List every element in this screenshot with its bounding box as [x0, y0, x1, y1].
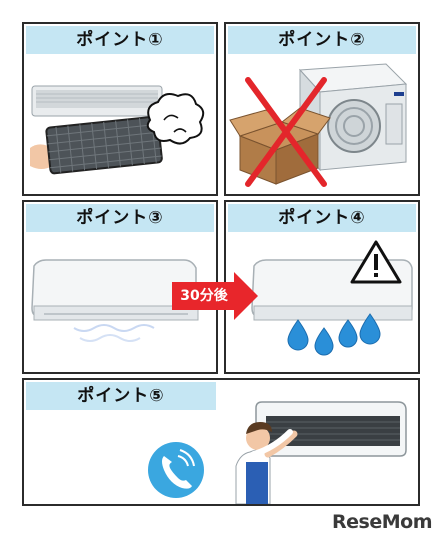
aircon-unit-icon	[31, 259, 199, 342]
panel-title: ポイント②	[228, 26, 416, 54]
condensation-warning-icon	[251, 240, 413, 356]
panel-point-2: ポイント②	[224, 22, 420, 196]
panel-point-3: ポイント③	[22, 200, 218, 374]
panel-title: ポイント①	[26, 26, 214, 54]
technician-call-icon	[148, 401, 407, 504]
panel-title: ポイント④	[228, 204, 416, 232]
phone-icon	[148, 442, 204, 498]
arrow-label: 30分後	[180, 288, 228, 304]
panel-point-5: ポイント⑤	[22, 378, 420, 506]
logo-text: ReseMom	[332, 511, 432, 533]
resemom-logo: ReseMom	[318, 508, 432, 536]
panel-point-4: ポイント④	[224, 200, 420, 374]
outdoor-unit-no-box-icon	[229, 63, 408, 187]
filter-cleaning-icon	[30, 85, 205, 175]
technician-figure	[235, 422, 298, 504]
arrow-right-icon	[172, 272, 258, 320]
panel-point-1: ポイント①	[22, 22, 218, 196]
panel-title: ポイント③	[26, 204, 214, 232]
panel-title: ポイント⑤	[26, 382, 216, 410]
